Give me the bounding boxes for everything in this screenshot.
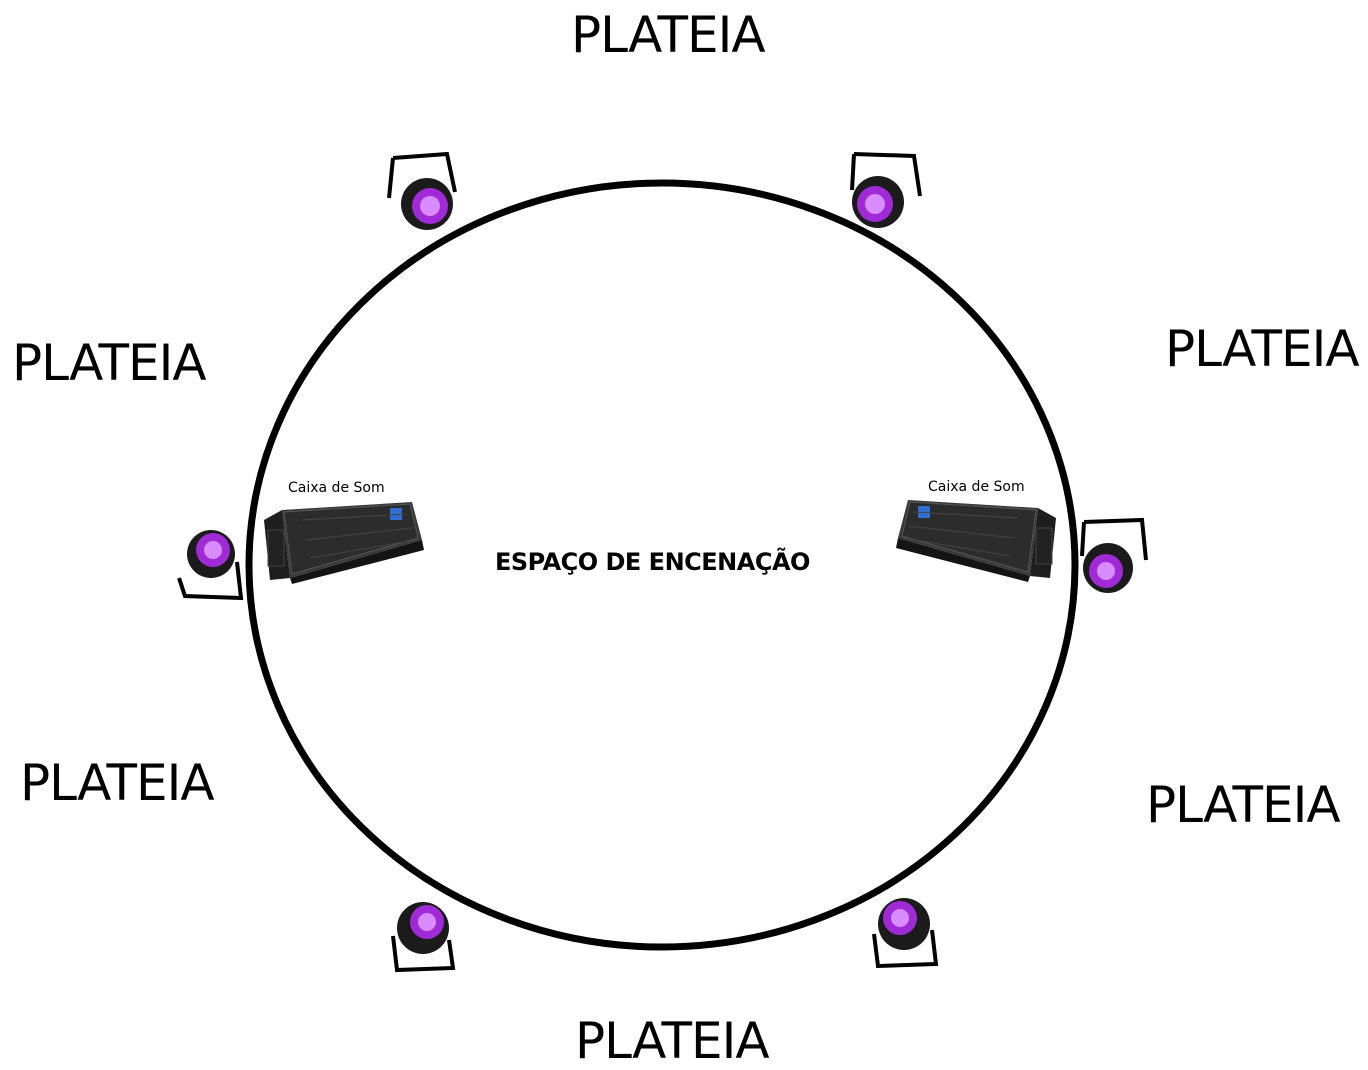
par-led-light-icon — [391, 902, 456, 973]
speaker-cabinet-icon — [264, 502, 424, 584]
speaker-left-label: Caixa de Som — [288, 480, 385, 496]
par-led-light-icon — [872, 898, 939, 969]
audience-label-right-lower: PLATEIA — [1146, 776, 1341, 834]
par-led-light-icon — [850, 152, 922, 228]
audience-label-left-lower: PLATEIA — [20, 754, 215, 812]
par-led-light-icon — [177, 530, 244, 600]
stage-label: ESPAÇO DE ENCENAÇÃO — [495, 548, 810, 576]
audience-label-top: PLATEIA — [571, 6, 766, 64]
speaker-right-label: Caixa de Som — [928, 479, 1025, 495]
audience-label-right-upper: PLATEIA — [1165, 320, 1360, 378]
par-led-light-icon — [387, 152, 457, 230]
speaker-cabinet-icon — [896, 500, 1056, 582]
audience-label-left-upper: PLATEIA — [12, 334, 207, 392]
audience-label-bottom: PLATEIA — [575, 1012, 770, 1070]
par-led-light-icon — [1080, 517, 1148, 593]
